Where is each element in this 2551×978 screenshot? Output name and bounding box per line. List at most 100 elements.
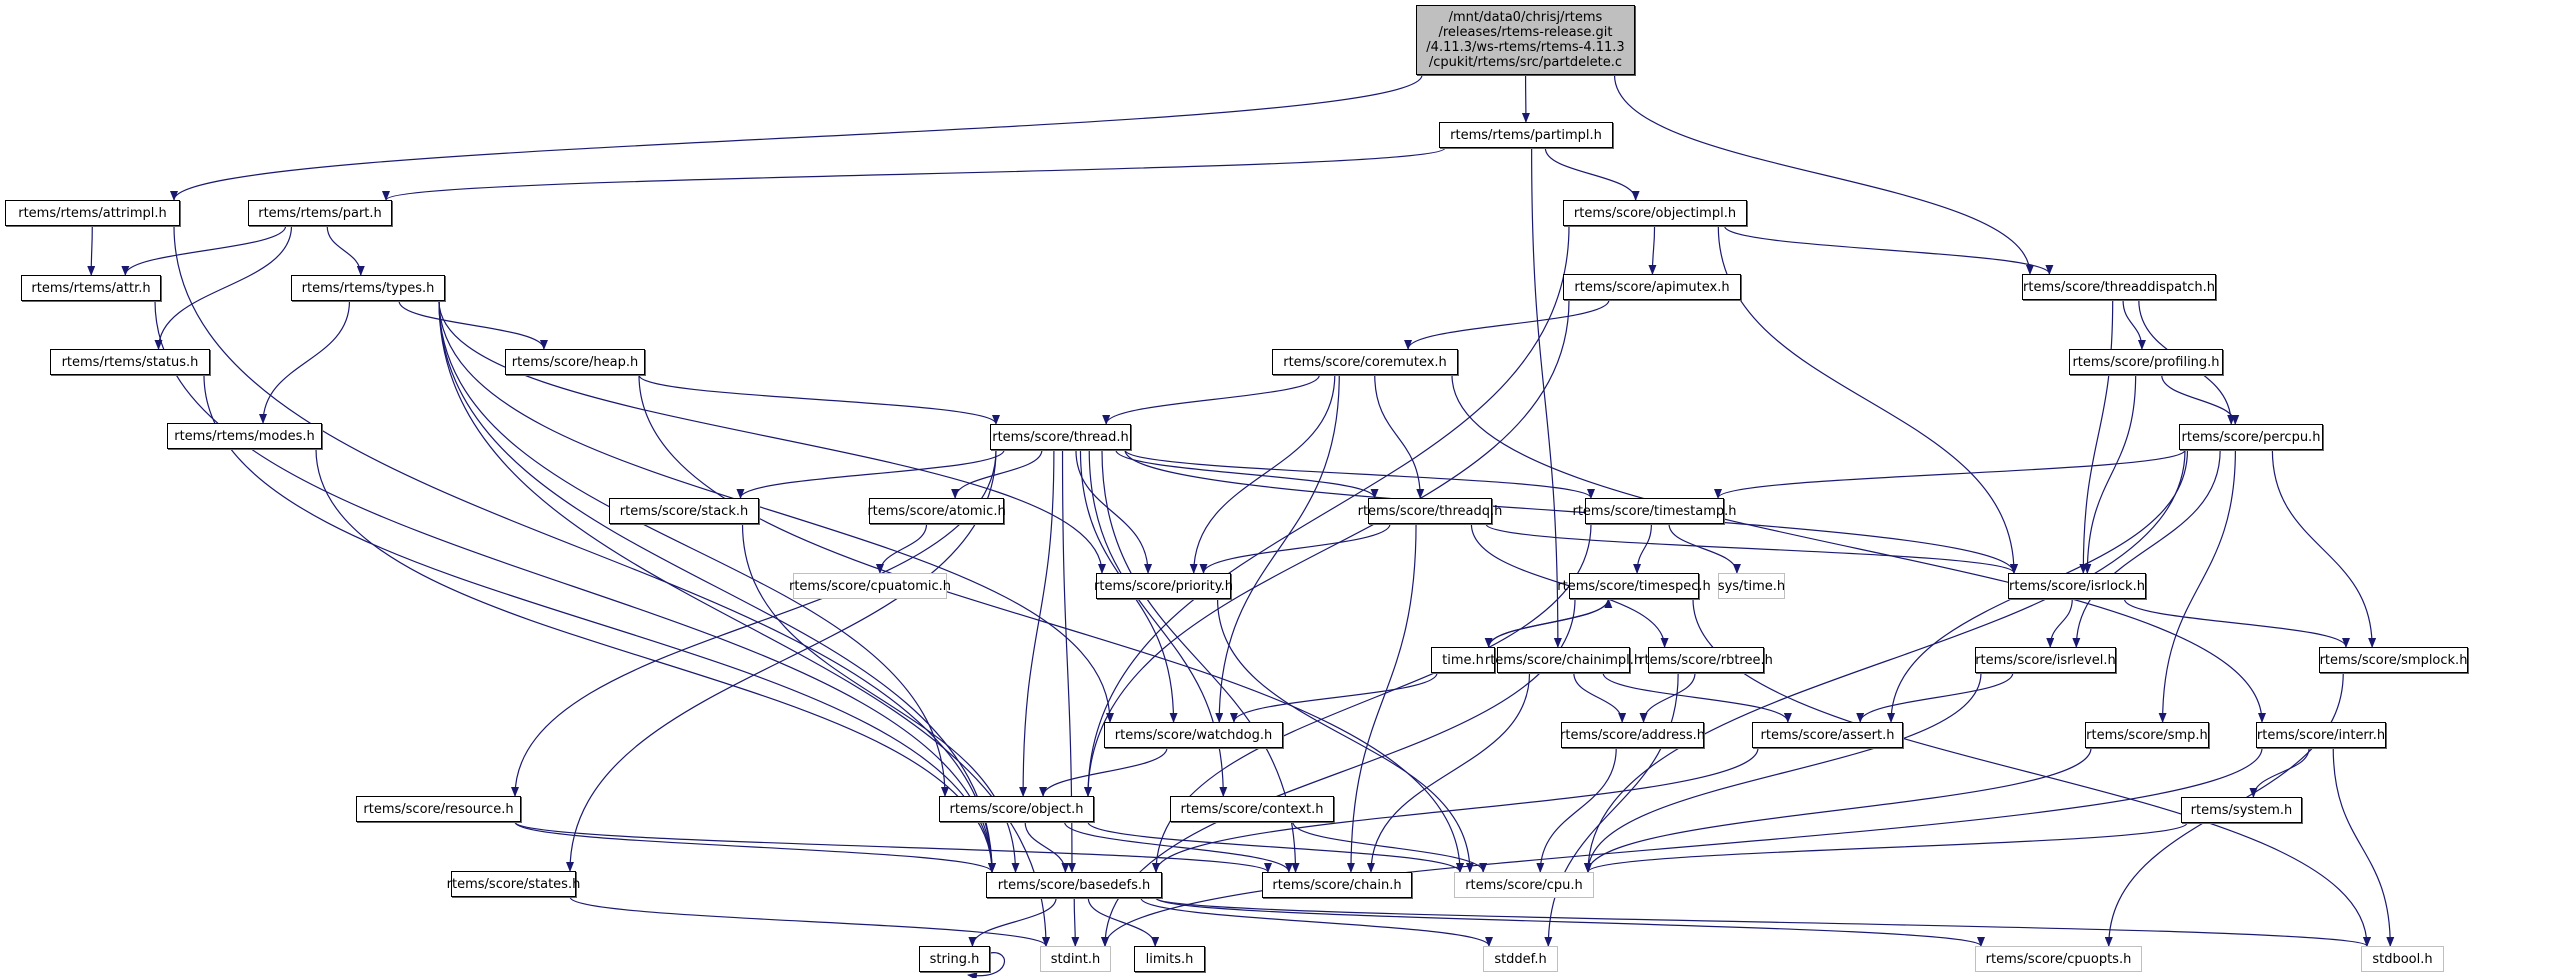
node-label: rtems/score/interr.h xyxy=(2256,727,2386,743)
node-assert[interactable]: rtems/score/assert.h xyxy=(1752,722,1903,748)
node-resource[interactable]: rtems/score/resource.h xyxy=(356,796,521,822)
node-time[interactable]: time.h xyxy=(1431,647,1495,673)
node-profiling[interactable]: rtems/score/profiling.h xyxy=(2069,349,2223,375)
edge-basedefs-to-string xyxy=(968,897,1057,947)
node-label: rtems/score/cpuatomic.h xyxy=(788,578,952,594)
node-attrimpl[interactable]: rtems/rtems/attrimpl.h xyxy=(5,200,180,226)
edge-address-to-cpu xyxy=(1536,747,1617,873)
edge-timestamp-to-systime xyxy=(1668,523,1741,574)
node-label: rtems/score/cpu.h xyxy=(1465,877,1583,893)
node-label: rtems/score/smp.h xyxy=(2086,727,2208,743)
node-states[interactable]: rtems/score/states.h xyxy=(447,871,580,897)
node-objectimpl[interactable]: rtems/score/objectimpl.h xyxy=(1563,200,1747,226)
edge-timestamp-to-timespec xyxy=(1633,523,1653,574)
node-cpu: rtems/score/cpu.h xyxy=(1454,872,1594,898)
node-label: rtems/rtems/status.h xyxy=(61,354,199,370)
node-system[interactable]: rtems/system.h xyxy=(2181,797,2302,823)
edge-isrlock-to-smplock xyxy=(2123,598,2350,648)
edge-object-to-chain xyxy=(1063,821,1293,873)
node-chainimpl[interactable]: rtems/score/chainimpl.h xyxy=(1485,647,1642,673)
edge-isrlevel-to-cpu xyxy=(1584,672,1982,873)
node-limits[interactable]: limits.h xyxy=(1134,946,1205,972)
node-label: rtems/score/resource.h xyxy=(363,801,514,817)
edge-types-to-modes xyxy=(259,300,351,424)
node-label: rtems/score/apimutex.h xyxy=(1574,279,1730,295)
edge-coremutex-to-watchdog xyxy=(1215,374,1340,723)
edge-string-to-string xyxy=(967,952,1006,978)
edge-heap-to-cpu xyxy=(638,374,1464,873)
node-label: rtems/score/rbtree.h xyxy=(1639,652,1773,668)
edge-object-to-cpu xyxy=(1087,821,1464,873)
node-smp[interactable]: rtems/score/smp.h xyxy=(2085,722,2209,748)
edge-coremutex-to-thread xyxy=(1102,374,1320,425)
edge-status-to-basedefs xyxy=(203,374,996,873)
edge-states-to-stdint xyxy=(569,896,1050,947)
node-basedefs[interactable]: rtems/score/basedefs.h xyxy=(986,872,1162,898)
node-chain[interactable]: rtems/score/chain.h xyxy=(1262,872,1412,898)
node-attr[interactable]: rtems/rtems/attr.h xyxy=(21,275,161,301)
node-label: rtems/score/priority.h xyxy=(1094,578,1233,594)
node-timespec[interactable]: rtems/score/timespec.h xyxy=(1557,573,1711,599)
edge-profiling-to-percpu xyxy=(2161,374,2240,425)
edges-layer xyxy=(87,74,2395,978)
node-label: rtems/score/threaddispatch.h xyxy=(2023,279,2215,295)
node-rbtree[interactable]: rtems/score/rbtree.h xyxy=(1639,647,1773,673)
node-coremutex[interactable]: rtems/score/coremutex.h xyxy=(1272,349,1458,375)
node-smplock[interactable]: rtems/score/smplock.h xyxy=(2319,647,2468,673)
node-label: time.h xyxy=(1442,652,1484,668)
node-thread[interactable]: rtems/score/thread.h xyxy=(990,424,1131,450)
node-partimpl[interactable]: rtems/rtems/partimpl.h xyxy=(1439,122,1613,148)
edge-types-to-object xyxy=(438,300,949,797)
node-label: rtems/score/timestamp.h xyxy=(1572,503,1737,519)
node-threaddispatch[interactable]: rtems/score/threaddispatch.h xyxy=(2022,274,2216,300)
edge-heap-to-thread xyxy=(638,374,1000,425)
edge-part-to-types xyxy=(326,225,365,276)
node-percpu[interactable]: rtems/score/percpu.h xyxy=(2179,424,2323,450)
edge-partimpl-to-objectimpl xyxy=(1544,147,1640,201)
node-object[interactable]: rtems/score/object.h xyxy=(939,796,1094,822)
node-label: rtems/score/smplock.h xyxy=(2319,652,2468,668)
edge-coremutex-to-threadq xyxy=(1374,374,1425,499)
node-stddef: stddef.h xyxy=(1483,946,1558,972)
node-isrlevel[interactable]: rtems/score/isrlevel.h xyxy=(1975,647,2116,673)
node-interr[interactable]: rtems/score/interr.h xyxy=(2256,722,2386,748)
node-heap[interactable]: rtems/score/heap.h xyxy=(505,349,645,375)
node-label: rtems/score/thread.h xyxy=(992,429,1129,445)
node-status[interactable]: rtems/rtems/status.h xyxy=(50,349,210,375)
edge-percpu-to-smp xyxy=(2158,449,2236,723)
node-isrlock[interactable]: rtems/score/isrlock.h xyxy=(2008,573,2146,599)
node-threadq[interactable]: rtems/score/threadq.h xyxy=(1358,498,1502,524)
node-watchdog[interactable]: rtems/score/watchdog.h xyxy=(1104,722,1283,748)
node-apimutex[interactable]: rtems/score/apimutex.h xyxy=(1563,274,1741,300)
node-string[interactable]: string.h xyxy=(919,946,990,972)
node-stack[interactable]: rtems/score/stack.h xyxy=(609,498,759,524)
node-priority[interactable]: rtems/score/priority.h xyxy=(1094,573,1233,599)
edge-types-to-watchdog xyxy=(438,300,1114,723)
edge-coremutex-to-priority xyxy=(1189,374,1336,574)
node-label: rtems/score/address.h xyxy=(1560,727,1706,743)
edge-time-to-timespec xyxy=(1488,598,1613,648)
node-timestamp[interactable]: rtems/score/timestamp.h xyxy=(1572,498,1737,524)
node-label: sys/time.h xyxy=(1717,578,1786,594)
node-modes[interactable]: rtems/rtems/modes.h xyxy=(167,423,322,449)
node-label: rtems/score/coremutex.h xyxy=(1283,354,1447,370)
node-address[interactable]: rtems/score/address.h xyxy=(1560,722,1706,748)
node-label: rtems/rtems/modes.h xyxy=(174,428,315,444)
edge-atomic-to-cpuatomic xyxy=(875,523,928,574)
edge-interr-to-system xyxy=(2249,747,2310,798)
node-types[interactable]: rtems/rtems/types.h xyxy=(291,275,445,301)
node-label: rtems/rtems/attr.h xyxy=(31,280,151,296)
edge-chainimpl-to-address xyxy=(1573,672,1627,723)
edge-coremutex-to-interr xyxy=(1451,374,2266,723)
edge-types-to-heap xyxy=(398,300,548,350)
node-label: rtems/score/assert.h xyxy=(1760,727,1895,743)
node-cpuatomic: rtems/score/cpuatomic.h xyxy=(789,573,951,599)
edge-chainimpl-to-assert xyxy=(1602,672,1792,723)
node-atomic[interactable]: rtems/score/atomic.h xyxy=(867,498,1006,524)
node-context[interactable]: rtems/score/context.h xyxy=(1170,796,1334,822)
edge-basedefs-to-limits xyxy=(1087,897,1160,947)
node-part[interactable]: rtems/rtems/part.h xyxy=(248,200,392,226)
edge-thread-to-atomic xyxy=(951,449,1043,499)
edge-resource-to-basedefs xyxy=(514,821,996,873)
node-label: rtems/score/context.h xyxy=(1180,801,1324,817)
